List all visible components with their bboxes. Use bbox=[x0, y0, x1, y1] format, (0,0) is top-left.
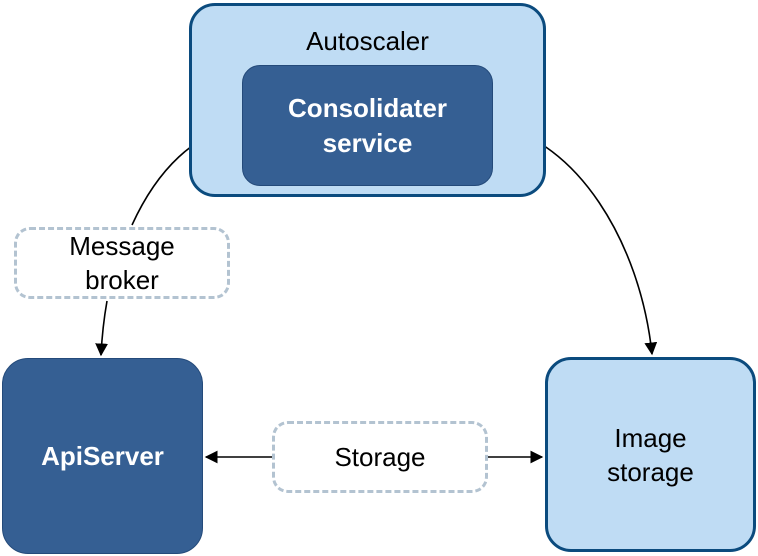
image-storage-label: Image storage bbox=[607, 422, 694, 487]
consolidater-service-node: Consolidater service bbox=[242, 65, 493, 186]
message-broker-label: Message broker bbox=[69, 231, 175, 295]
edge-broker-to-apiserver bbox=[95, 300, 108, 357]
consolidater-service-label: Consolidater service bbox=[288, 92, 447, 158]
apiserver-node: ApiServer bbox=[2, 358, 203, 554]
image-storage-node: Image storage bbox=[545, 357, 756, 552]
storage-label: Storage bbox=[334, 441, 426, 472]
message-broker-node: Message broker bbox=[14, 227, 230, 299]
apiserver-label: ApiServer bbox=[41, 440, 164, 471]
storage-node: Storage bbox=[272, 421, 488, 493]
autoscaler-label: Autoscaler bbox=[306, 26, 429, 56]
